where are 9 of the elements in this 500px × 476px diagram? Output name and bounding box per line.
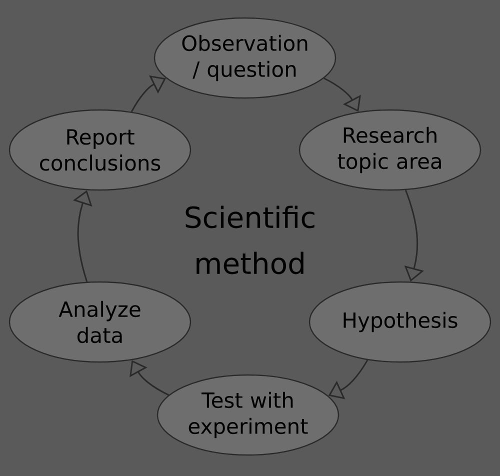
cycle-arrow (324, 78, 361, 112)
step-oval: Report conclusions (8, 109, 192, 191)
step-oval: Observation / question (154, 17, 336, 99)
step-oval: Hypothesis (308, 281, 492, 363)
cycle-arrow (130, 360, 170, 396)
step-oval: Analyze data (8, 281, 192, 363)
step-oval: Research topic area (298, 109, 482, 191)
step-oval: Test with experiment (156, 374, 340, 456)
center-title: Scientific method (186, 206, 314, 274)
